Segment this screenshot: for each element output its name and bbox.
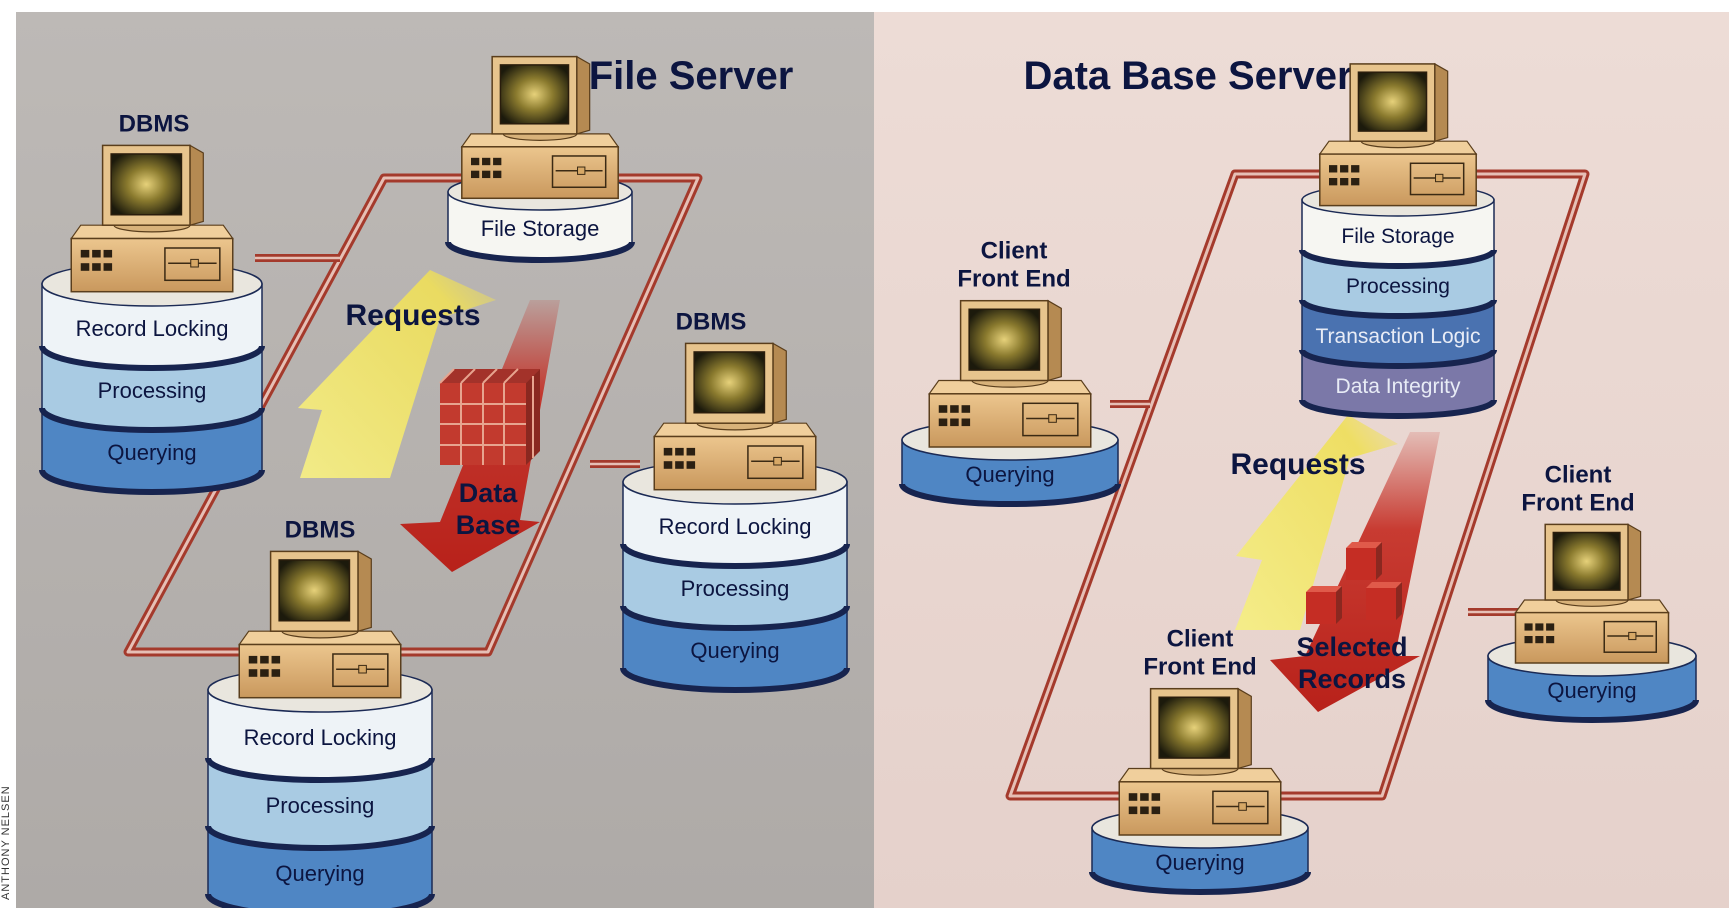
storage-layer-label: Processing [266,793,375,818]
monitor-screen [1158,696,1231,759]
computer [653,342,817,491]
file-server-node: File Storage [445,55,635,263]
storage-layer-label: Record Locking [76,316,229,341]
monitor-screen [110,153,183,216]
storage-layer-label: Querying [690,638,779,663]
node-label: Client [1545,461,1612,488]
illustration-credit: ANTHONY NELSEN [0,785,12,900]
storage-layer: Record Locking [620,481,850,569]
storage-layer-label: File Storage [481,216,600,241]
dbms-node-bottom: Querying Processing Record Locking DBMS [205,516,435,908]
database-server-response-label-line1: Selected [1296,632,1407,662]
node-label: DBMS [285,516,356,543]
storage-layer: Record Locking [39,283,265,371]
node-label: Front End [957,266,1070,293]
computer [238,550,402,699]
computer [928,299,1092,448]
monitor-screen [1357,71,1428,132]
monitor-screen [278,559,351,622]
node-label: Front End [1521,489,1634,516]
monitor-screen [499,64,570,125]
database-server-request-arrow [1235,415,1398,630]
monitor-screen [1552,531,1621,591]
database-server-response-label-line2: Records [1298,664,1406,694]
storage-layer-label: Processing [98,378,207,403]
file-server-request-label: Requests [345,299,480,332]
storage-layer: File Storage [445,191,635,263]
dbms-node-top-left: Querying Processing Record Locking DBMS [39,110,265,495]
storage-layer-label: Querying [965,462,1054,487]
database-grid-cube-icon [439,368,540,465]
file-server-title: File Server [589,54,794,98]
storage-layer-label: Data Integrity [1336,375,1461,398]
node-label: Client [981,238,1048,265]
database-server-request-label: Requests [1230,448,1365,481]
computer [460,55,620,200]
monitor-screen [968,308,1041,371]
monitor-screen [693,351,766,414]
storage-layer-label: Querying [107,440,196,465]
file-server-response-label-line2: Base [456,510,521,540]
record-cubes-icon [1306,542,1402,624]
database-server-title: Data Base Server [1023,54,1352,98]
storage-layer: File Storage [1299,199,1497,269]
storage-layer-label: Processing [1346,275,1450,298]
storage-layer-label: Querying [1155,850,1244,875]
computer [1514,523,1670,664]
storage-layer: Record Locking [205,689,435,783]
storage-layer-label: Processing [681,576,790,601]
storage-layer-label: Record Locking [659,514,812,539]
computer [1318,62,1478,207]
storage-layer-label: Querying [1547,678,1636,703]
storage-layer: Processing [205,757,435,851]
node-label: Client [1167,626,1234,653]
storage-layer-label: File Storage [1341,225,1454,248]
node-label: DBMS [119,110,190,137]
database-server-node: Data Integrity Transaction Logic Processin… [1299,62,1497,419]
computer [1118,687,1282,836]
storage-layer-label: Transaction Logic [1316,325,1481,348]
dbms-node-right: Querying Processing Record Locking DBMS [620,308,850,693]
storage-layer-label: Record Locking [244,725,397,750]
node-label: DBMS [676,308,747,335]
file-server-request-arrow [298,270,496,478]
storage-layer-label: Querying [275,861,364,886]
node-label: Front End [1143,654,1256,681]
file-server-response-label-line1: Data [459,478,519,508]
computer [70,144,234,293]
